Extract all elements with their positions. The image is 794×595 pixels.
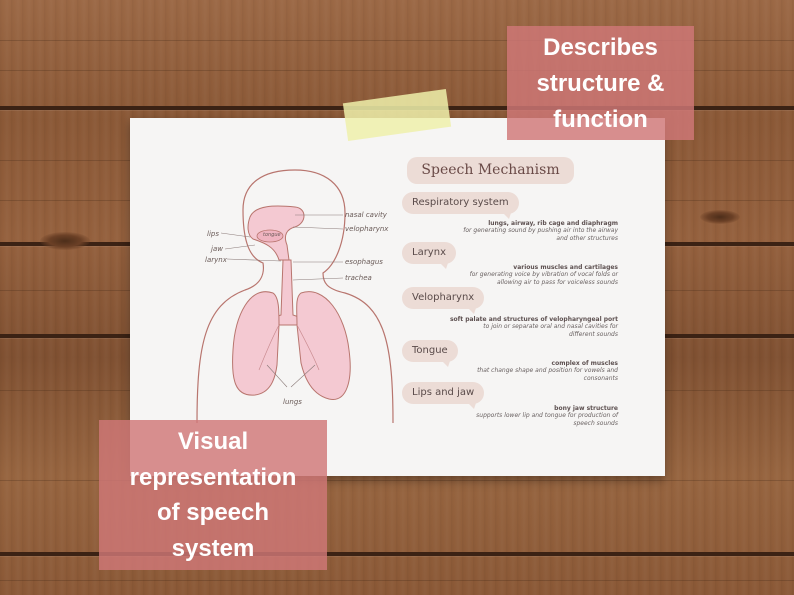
desc-line: consonants xyxy=(583,375,618,382)
info-sheet xyxy=(130,118,665,476)
jaw-pointer xyxy=(224,244,256,250)
section-desc-respiratory: lungs, airway, rib cage and diaphragm fo… xyxy=(418,220,618,243)
caption-structure-function: Describes structure & function xyxy=(507,26,694,140)
section-desc-larynx: various muscles and cartilages for gener… xyxy=(418,264,618,287)
desc-line: for generating sound by pushing air into… xyxy=(463,227,618,234)
desc-line: different sounds xyxy=(568,331,618,338)
label-larynx: larynx xyxy=(205,256,227,264)
caption-line: representation xyxy=(129,463,297,491)
desc-line: that change shape and position for vowel… xyxy=(477,367,618,374)
lips-pointer xyxy=(220,232,251,238)
wood-grain xyxy=(0,70,794,71)
section-pill-larynx: Larynx xyxy=(402,242,456,269)
section-pill-respiratory: Respiratory system xyxy=(402,192,519,219)
speech-system-diagram: nasal cavity velopharynx lips tongue jaw… xyxy=(195,165,405,427)
section-pill-lips-jaw: Lips and jaw xyxy=(402,382,485,409)
sheet-title: Speech Mechanism xyxy=(407,157,574,184)
desc-line: supports lower lip and tongue for produc… xyxy=(476,412,618,419)
lungs-pointer-right xyxy=(290,364,316,388)
anatomy-illustration xyxy=(196,169,394,424)
section-desc-tongue: complex of muscles that change shape and… xyxy=(418,360,618,383)
wood-knot xyxy=(40,232,90,250)
section-desc-lips-jaw: bony jaw structure supports lower lip an… xyxy=(418,405,618,428)
desc-line: to join or separate oral and nasal cavit… xyxy=(483,323,618,330)
wood-knot xyxy=(700,210,740,224)
desc-bold: soft palate and structures of velopharyn… xyxy=(449,316,618,323)
velopharynx-pointer xyxy=(292,226,344,230)
caption-visual-representation: Visual representation of speech system xyxy=(99,420,327,570)
label-nasal-cavity: nasal cavity xyxy=(345,211,387,219)
label-velopharynx: velopharynx xyxy=(345,225,389,233)
caption-line: Describes xyxy=(543,34,658,61)
caption-line: function xyxy=(553,106,648,133)
caption-line: of speech xyxy=(156,499,270,526)
label-trachea: trachea xyxy=(345,274,372,282)
desc-bold: various muscles and cartilages xyxy=(513,264,618,271)
caption-line: Visual xyxy=(177,428,249,455)
section-pill-velopharynx: Velopharynx xyxy=(402,287,485,314)
desc-line: and other structures xyxy=(556,235,618,242)
body-outline xyxy=(196,169,394,424)
caption-line: system xyxy=(171,534,255,562)
desc-line: allowing air to pass for voiceless sound… xyxy=(497,279,618,286)
desc-line: speech sounds xyxy=(573,420,618,427)
plank-gap xyxy=(0,552,794,556)
trachea-pointer xyxy=(292,277,344,281)
wood-grain xyxy=(0,40,794,41)
desc-bold: lungs, airway, rib cage and diaphragm xyxy=(488,220,618,227)
section-desc-velopharynx: soft palate and structures of velopharyn… xyxy=(418,316,618,339)
wood-grain xyxy=(0,480,794,481)
desc-bold: bony jaw structure xyxy=(554,405,618,412)
desc-line: for generating voice by vibration of voc… xyxy=(469,271,618,278)
lungs-pointer-left xyxy=(266,364,288,388)
tongue-shape xyxy=(256,229,284,243)
wood-grain xyxy=(0,580,794,581)
right-lung xyxy=(296,291,351,400)
section-pill-tongue: Tongue xyxy=(402,340,458,367)
label-lungs: lungs xyxy=(283,398,302,406)
left-lung xyxy=(232,291,280,396)
desc-bold: complex of muscles xyxy=(551,360,618,367)
bronchi xyxy=(258,324,320,371)
label-lips: lips xyxy=(207,230,219,238)
caption-line: structure & xyxy=(536,70,665,97)
label-esophagus: esophagus xyxy=(345,258,383,266)
label-jaw: jaw xyxy=(211,245,223,253)
label-tongue: tongue xyxy=(263,232,281,238)
larynx-pointer xyxy=(226,258,282,262)
